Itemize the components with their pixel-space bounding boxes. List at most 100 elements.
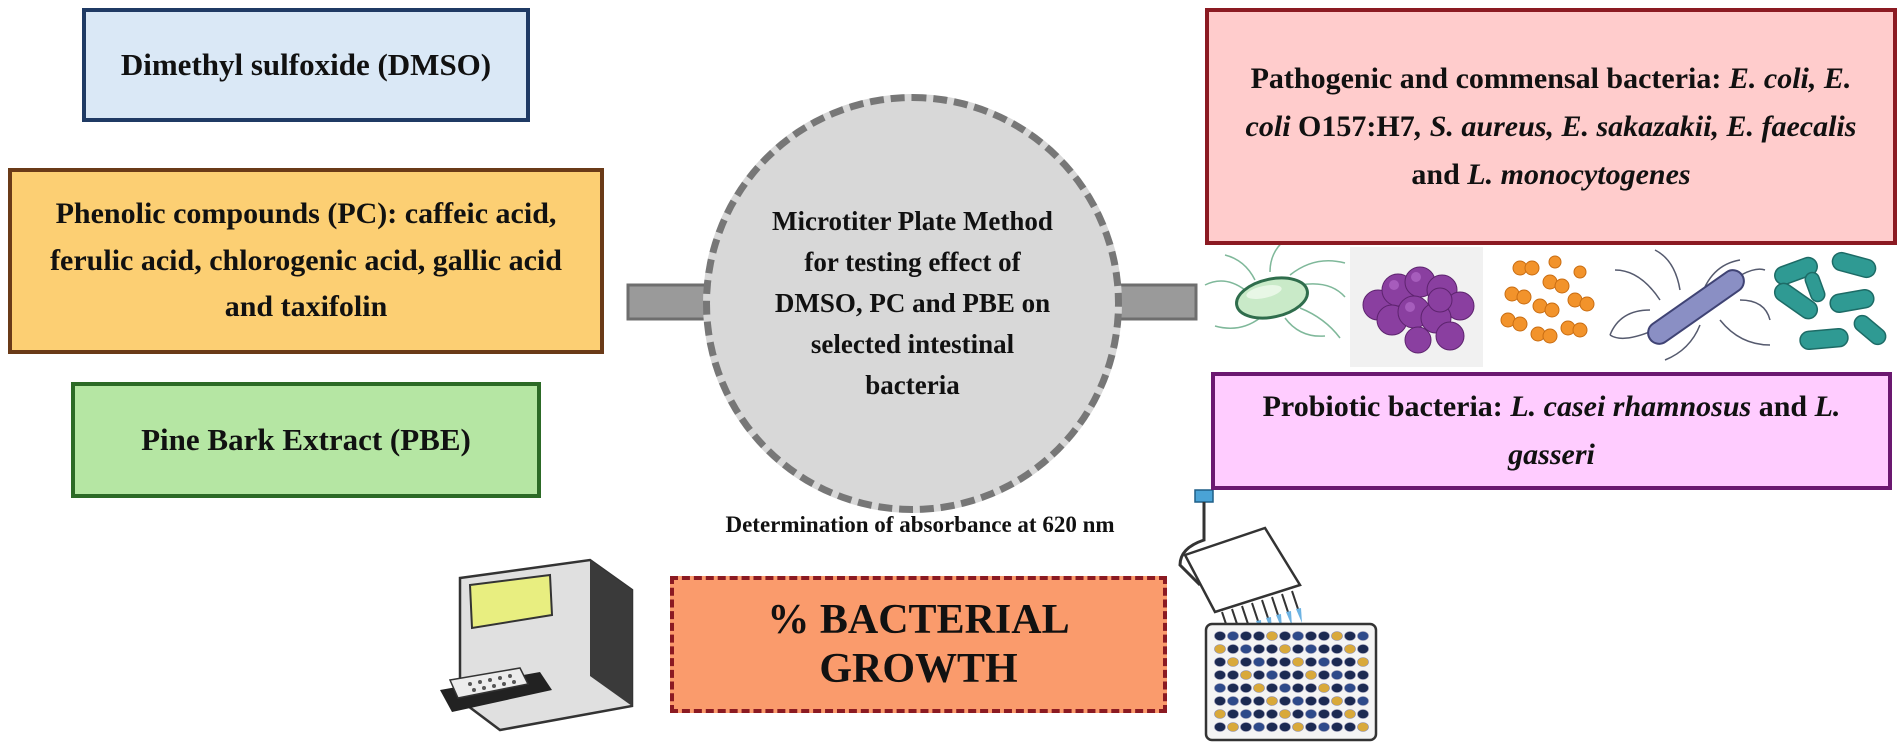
pathogenic-and: and (1411, 157, 1468, 191)
plate-well (1240, 657, 1252, 667)
rod-bacteria-group-icon (1773, 251, 1887, 351)
plate-well (1357, 631, 1369, 641)
plate-well (1305, 683, 1317, 693)
plate-well (1266, 696, 1278, 706)
plate-well (1279, 631, 1291, 641)
plate-well (1227, 631, 1239, 641)
plate-well (1318, 722, 1330, 732)
plate-well (1214, 670, 1226, 680)
plate-well (1227, 696, 1239, 706)
bacterial-growth-box: % BACTERIAL GROWTH (670, 576, 1167, 713)
plate-well (1227, 644, 1239, 654)
dmso-box: Dimethyl sulfoxide (DMSO) (82, 8, 530, 122)
plate-well (1344, 631, 1356, 641)
absorbance-label: Determination of absorbance at 620 nm (725, 512, 1115, 537)
plate-well (1357, 657, 1369, 667)
plate-well (1357, 670, 1369, 680)
plate-well (1331, 657, 1343, 667)
plate-well (1292, 644, 1304, 654)
plate-well (1331, 631, 1343, 641)
pathogenic-species-1: E. coli, E. coli (1245, 61, 1852, 143)
plate-well (1318, 657, 1330, 667)
plate-well (1240, 709, 1252, 719)
96-well-plate-icon (1204, 622, 1378, 742)
plate-well (1253, 696, 1265, 706)
flagellated-bacillus-icon (1609, 249, 1771, 361)
plate-well (1357, 709, 1369, 719)
probiotic-species-1: L. casei rhamnosus (1510, 390, 1752, 423)
plate-well (1305, 670, 1317, 680)
plate-well (1318, 709, 1330, 719)
plate-well (1357, 722, 1369, 732)
plate-well (1227, 722, 1239, 732)
plate-well (1266, 683, 1278, 693)
multichannel-pipette-icon (1178, 489, 1302, 644)
plate-well (1240, 683, 1252, 693)
plate-well (1266, 722, 1278, 732)
probiotic-bacteria-text: Probiotic bacteria: L. casei rhamnosus a… (1235, 383, 1868, 479)
pathogenic-bacteria-text: Pathogenic and commensal bacteria: E. co… (1233, 55, 1869, 199)
plate-well (1253, 631, 1265, 641)
plate-well (1253, 683, 1265, 693)
plate-well (1292, 657, 1304, 667)
plate-well (1331, 670, 1343, 680)
phenolic-compounds-box: Phenolic compounds (PC): caffeic acid, f… (8, 168, 604, 354)
plate-well (1331, 709, 1343, 719)
plate-well (1266, 709, 1278, 719)
pathogenic-strain: O157:H7 (1290, 109, 1415, 143)
plate-well (1279, 683, 1291, 693)
plate-well (1318, 644, 1330, 654)
plate-well (1266, 670, 1278, 680)
plate-well (1305, 709, 1317, 719)
plate-well (1240, 670, 1252, 680)
pine-bark-extract-label: Pine Bark Extract (PBE) (141, 422, 471, 457)
plate-well (1292, 631, 1304, 641)
probiotic-bacteria-box: Probiotic bacteria: L. casei rhamnosus a… (1211, 372, 1892, 490)
plate-well (1318, 670, 1330, 680)
bacterial-growth-line-2: GROWTH (819, 645, 1018, 692)
staphylococcus-cluster-icon (1350, 247, 1483, 367)
phenolic-compounds-label: Phenolic compounds (PC): caffeic acid, f… (50, 197, 562, 324)
plate-well (1331, 696, 1343, 706)
plate-well (1357, 696, 1369, 706)
plate-well (1227, 683, 1239, 693)
plate-well (1292, 683, 1304, 693)
pathogenic-species-2: , S. aureus, E. sakazakii, E. faecalis (1414, 109, 1857, 143)
plate-well (1344, 657, 1356, 667)
plate-well (1279, 722, 1291, 732)
plate-well (1292, 670, 1304, 680)
plate-well (1305, 696, 1317, 706)
plate-well (1214, 644, 1226, 654)
plate-well (1305, 631, 1317, 641)
plate-well (1214, 631, 1226, 641)
plate-well (1214, 683, 1226, 693)
plate-well (1344, 696, 1356, 706)
plate-well (1318, 683, 1330, 693)
plate-well (1279, 709, 1291, 719)
plate-well (1344, 709, 1356, 719)
coccus-chain-icon (1500, 255, 1595, 344)
microplate-reader-icon (440, 558, 634, 732)
plate-well (1214, 696, 1226, 706)
plate-well (1305, 722, 1317, 732)
ecoli-bacterium-icon (1204, 239, 1346, 339)
plate-well (1253, 670, 1265, 680)
plate-well (1331, 644, 1343, 654)
plate-well (1266, 657, 1278, 667)
plate-well (1240, 644, 1252, 654)
plate-well (1279, 670, 1291, 680)
pathogenic-species-3: L. monocytogenes (1467, 157, 1691, 191)
plate-well (1305, 644, 1317, 654)
plate-well (1253, 722, 1265, 732)
plate-well (1344, 670, 1356, 680)
pine-bark-extract-box: Pine Bark Extract (PBE) (71, 382, 541, 498)
plate-well (1331, 722, 1343, 732)
plate-well (1292, 696, 1304, 706)
plate-well (1292, 709, 1304, 719)
plate-well (1266, 644, 1278, 654)
plate-well (1227, 709, 1239, 719)
plate-well (1344, 644, 1356, 654)
plate-well (1357, 644, 1369, 654)
probiotic-and: and (1751, 390, 1815, 423)
